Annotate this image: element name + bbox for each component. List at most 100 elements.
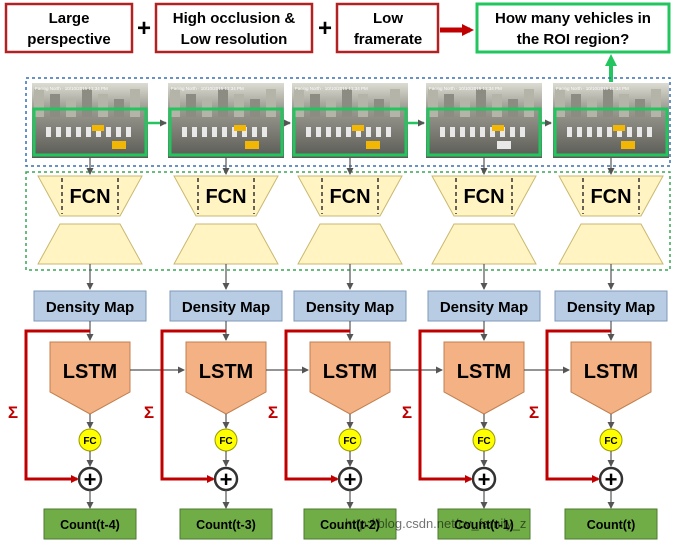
video-frame: Facing North · 10/10/2015 12:34 PM [292,83,408,158]
factor-box-framerate [335,2,440,54]
car-shape [92,125,104,131]
crosswalk-stripe [116,127,121,137]
lstm-block [49,341,131,415]
building-shape [342,89,352,117]
building-shape [358,94,368,117]
roi-rectangle [32,107,148,157]
crosswalk-stripe [490,127,495,137]
fcn-label: FCN [205,186,246,208]
lstm-block [443,341,525,415]
sum-node-plus: + [344,467,357,492]
sigma-label: Σ [8,403,18,422]
crosswalk-stripe [376,127,381,137]
fcn-label: FCN [329,186,370,208]
fcn-decoder [37,223,143,265]
car-shape [497,141,511,149]
crosswalk-stripe [262,127,267,137]
fcn-encoder [173,175,279,217]
crosswalk-stripe [356,127,361,137]
sum-skip-path [284,329,350,483]
building-shape [34,89,44,117]
building-shape [234,94,244,117]
crosswalk-stripe [76,127,81,137]
crosswalk-stripe [607,127,612,137]
crosswalk-stripe [192,127,197,137]
crosswalk-stripe [232,127,237,137]
count-box [179,508,273,540]
building-shape [170,89,180,117]
fcn-block: FCN [558,175,664,265]
fc-label: FC [477,436,490,447]
video-frame: Facing North · 10/10/2015 12:34 PM [553,83,669,158]
fcn-block: FCN [297,175,403,265]
density-map-label: Density Map [46,299,134,316]
frame-caption: Facing North · 10/10/2015 12:34 PM [295,86,368,91]
crosswalk-stripe [66,127,71,137]
count-label: Count(t-1) [454,518,514,532]
crosswalk-stripe [336,127,341,137]
building-shape [555,89,565,117]
crosswalk-stripe [252,127,257,137]
car-shape [366,141,380,149]
building-shape [571,94,581,117]
question-line2: the ROI region? [517,31,630,48]
fcn-encoder [37,175,143,217]
car-shape [234,125,246,131]
fcn-decoder [558,223,664,265]
building-shape [218,89,228,117]
sigma-label: Σ [529,403,539,422]
crosswalk-stripe [242,127,247,137]
frame-caption: Facing North · 10/10/2015 12:34 PM [171,86,244,91]
density-map-box [33,290,147,322]
crosswalk-stripe [202,127,207,137]
lstm-block [570,341,652,415]
crosswalk-stripe [346,127,351,137]
roi-rectangle [292,107,408,157]
car-shape [245,141,259,149]
fcn-encoder [431,175,537,217]
crosswalk-stripe [126,127,131,137]
count-label: Count(t) [587,518,636,532]
fcn-encoder [297,175,403,217]
factor-2-line1: High occlusion & [173,10,296,27]
building-shape [130,89,140,117]
crosswalk-stripe [520,127,525,137]
fc-label: FC [83,436,96,447]
density-map-label: Density Map [306,299,394,316]
factor-1-line2: perspective [27,31,110,48]
density-map-box [427,290,541,322]
column-4: Facing North · 10/10/2015 12:34 PMFCNDen… [529,83,669,540]
count-label: Count(t-2) [320,518,380,532]
watermark: http://blog.csdn.net/cv_family_z [345,516,526,531]
roi-rectangle [553,107,669,157]
crosswalk-stripe [326,127,331,137]
crosswalk-stripe [577,127,582,137]
roi-rectangle [168,107,284,157]
sigma-label: Σ [268,403,278,422]
video-frame: Facing North · 10/10/2015 12:34 PM [168,83,284,158]
lstm-block [185,341,267,415]
frame-caption: Facing North · 10/10/2015 12:34 PM [556,86,629,91]
fc-label: FC [343,436,356,447]
sum-skip-path [418,329,484,483]
count-box [564,508,658,540]
column-0: Facing North · 10/10/2015 12:34 PMFCNDen… [8,83,185,540]
crosswalk-stripe [597,127,602,137]
density-map-box [169,290,283,322]
crosswalk-stripe [627,127,632,137]
crosswalk-stripe [386,127,391,137]
building-shape [310,94,320,117]
column-2: Facing North · 10/10/2015 12:34 PM FCN Den… [268,83,443,540]
crosswalk-stripe [222,127,227,137]
building-shape [603,89,613,117]
factor-3-line2: framerate [354,31,422,48]
crosswalk-stripe [46,127,51,137]
crosswalk-stripe [480,127,485,137]
count-box [43,508,137,540]
sum-node-plus: + [220,467,233,492]
crosswalk-stripe [106,127,111,137]
density-map-label: Density Map [182,299,270,316]
fcn-decoder [173,223,279,265]
sum-skip-path [545,329,611,483]
